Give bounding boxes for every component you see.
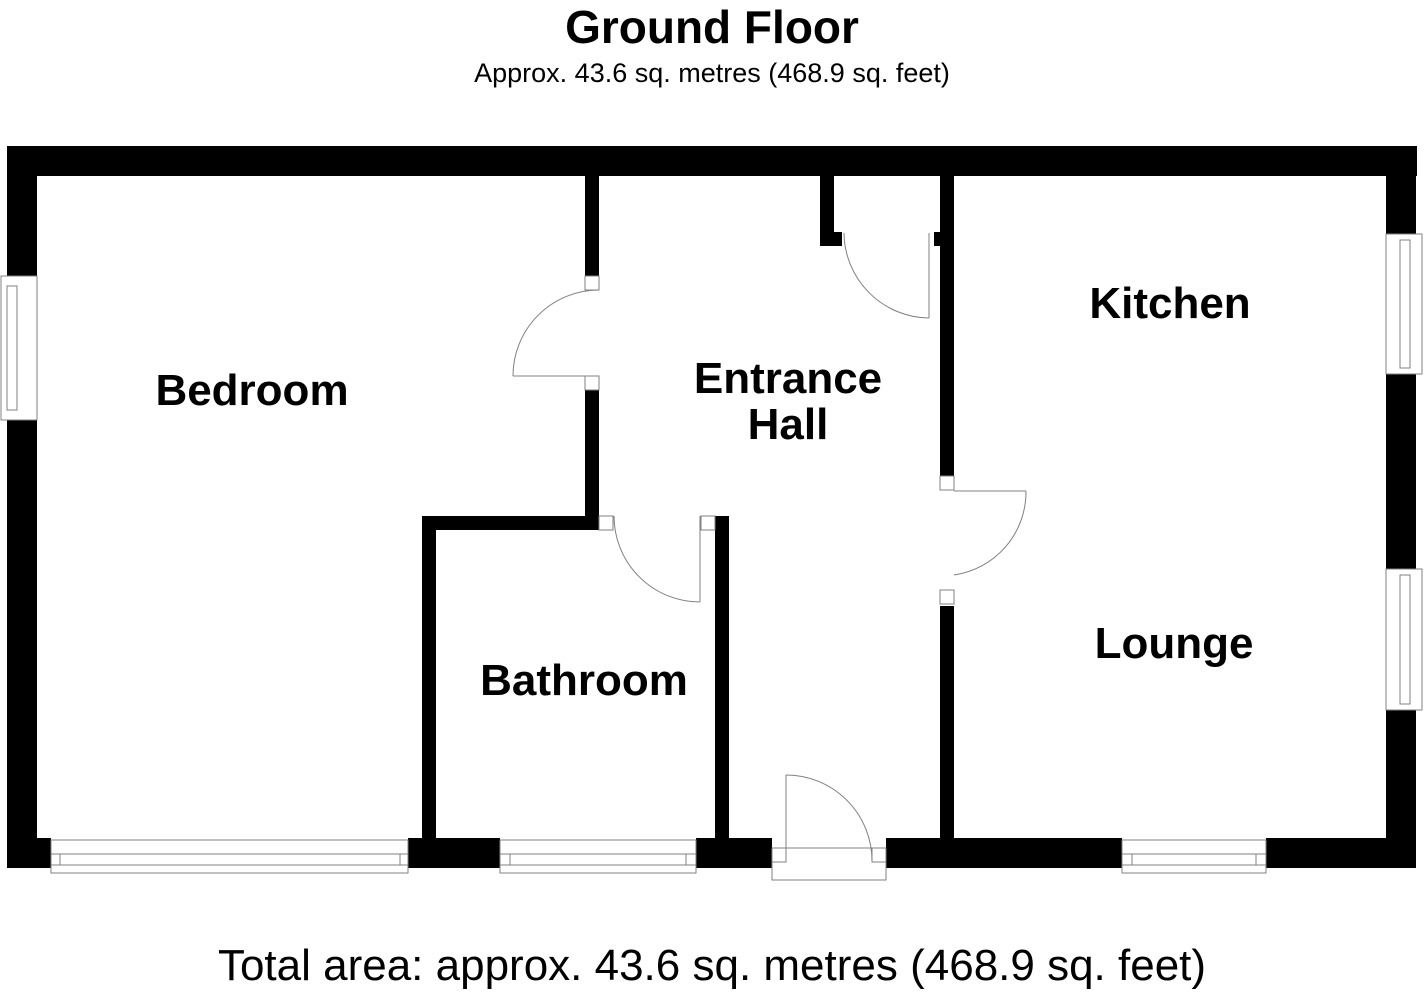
door-kitchen-lounge [939, 475, 1027, 605]
door-bedroom [512, 275, 600, 391]
door-bathroom [598, 515, 716, 603]
window-bathroom-bottom [499, 839, 697, 874]
doors [512, 232, 1027, 881]
room-label-entrance-hall-line1: Entrance [693, 354, 883, 403]
door-front-entrance [771, 774, 887, 881]
room-label-entrance-hall-line2: Hall [747, 400, 829, 449]
windows [0, 233, 1423, 874]
outer-walls [7, 146, 1417, 868]
room-label-lounge: Lounge [1094, 619, 1254, 668]
room-label-bedroom: Bedroom [155, 366, 349, 415]
floor-area-subtitle: Approx. 43.6 sq. metres (468.9 sq. feet) [474, 58, 950, 88]
total-area-footer: Total area: approx. 43.6 sq. metres (468… [217, 941, 1207, 990]
window-lounge-right [1385, 568, 1423, 711]
door-cupboard [843, 232, 930, 319]
floor-title: Ground Floor [565, 1, 859, 53]
room-label-kitchen: Kitchen [1089, 279, 1251, 328]
window-kitchen-right [1385, 233, 1423, 375]
window-bedroom-left [0, 275, 38, 421]
window-lounge-bottom [1121, 839, 1267, 874]
room-label-bathroom: Bathroom [480, 656, 688, 705]
window-bedroom-bottom [50, 839, 409, 874]
interior-walls [422, 176, 954, 840]
room-label-entrance-hall: Entrance Hall [694, 356, 882, 448]
